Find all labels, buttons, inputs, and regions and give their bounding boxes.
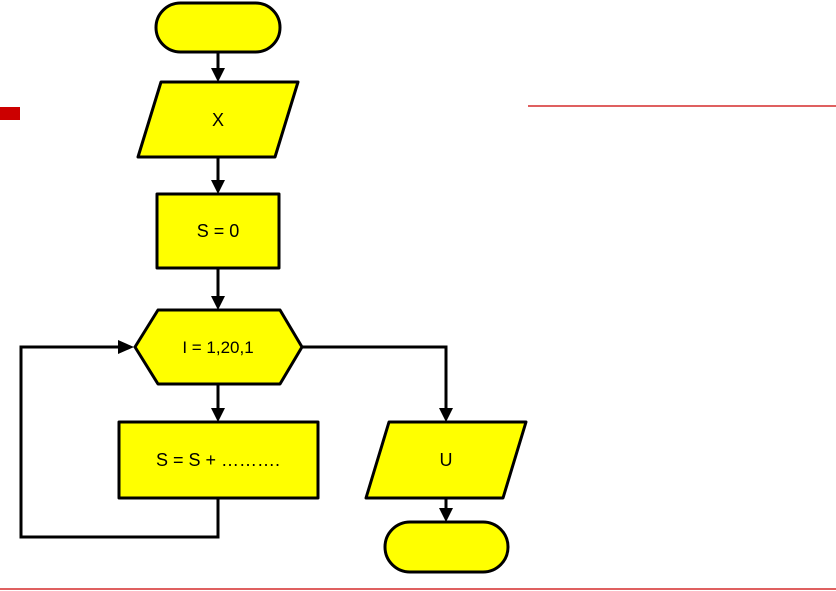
init-s-label: S = 0 [197,221,240,241]
input-parallelogram [136,80,300,159]
end-node [383,520,510,574]
arrowhead-loop-back [118,340,134,354]
arrowhead-body [211,408,225,422]
init-s-node: S = 0 [155,192,281,270]
arrowhead-input [211,68,225,82]
arrowhead-output [439,408,453,422]
accumulate-process-box [117,420,320,500]
end-terminator [383,520,510,574]
accumulate-label: S = S + ………. [156,450,280,470]
accent-bar [0,107,20,120]
init-process-box [155,192,281,270]
start-terminator [154,1,282,54]
arrowhead-end [439,508,453,522]
input-x-node: X [136,80,300,159]
connectors [19,52,453,539]
loop-hexagon [133,308,304,386]
input-x-label: X [212,110,224,130]
edge-loop-back [19,345,220,539]
loop-node: I = 1,20,1 [133,308,304,386]
output-parallelogram [364,420,528,500]
accumulate-node: S = S + ………. [117,420,320,500]
output-u-node: U [364,420,528,500]
arrowhead-loop [211,296,225,310]
edge-loop-exit [302,345,448,410]
loop-label: I = 1,20,1 [182,338,253,357]
output-u-label: U [440,450,453,470]
arrowhead-init [211,180,225,194]
start-node [154,1,282,54]
